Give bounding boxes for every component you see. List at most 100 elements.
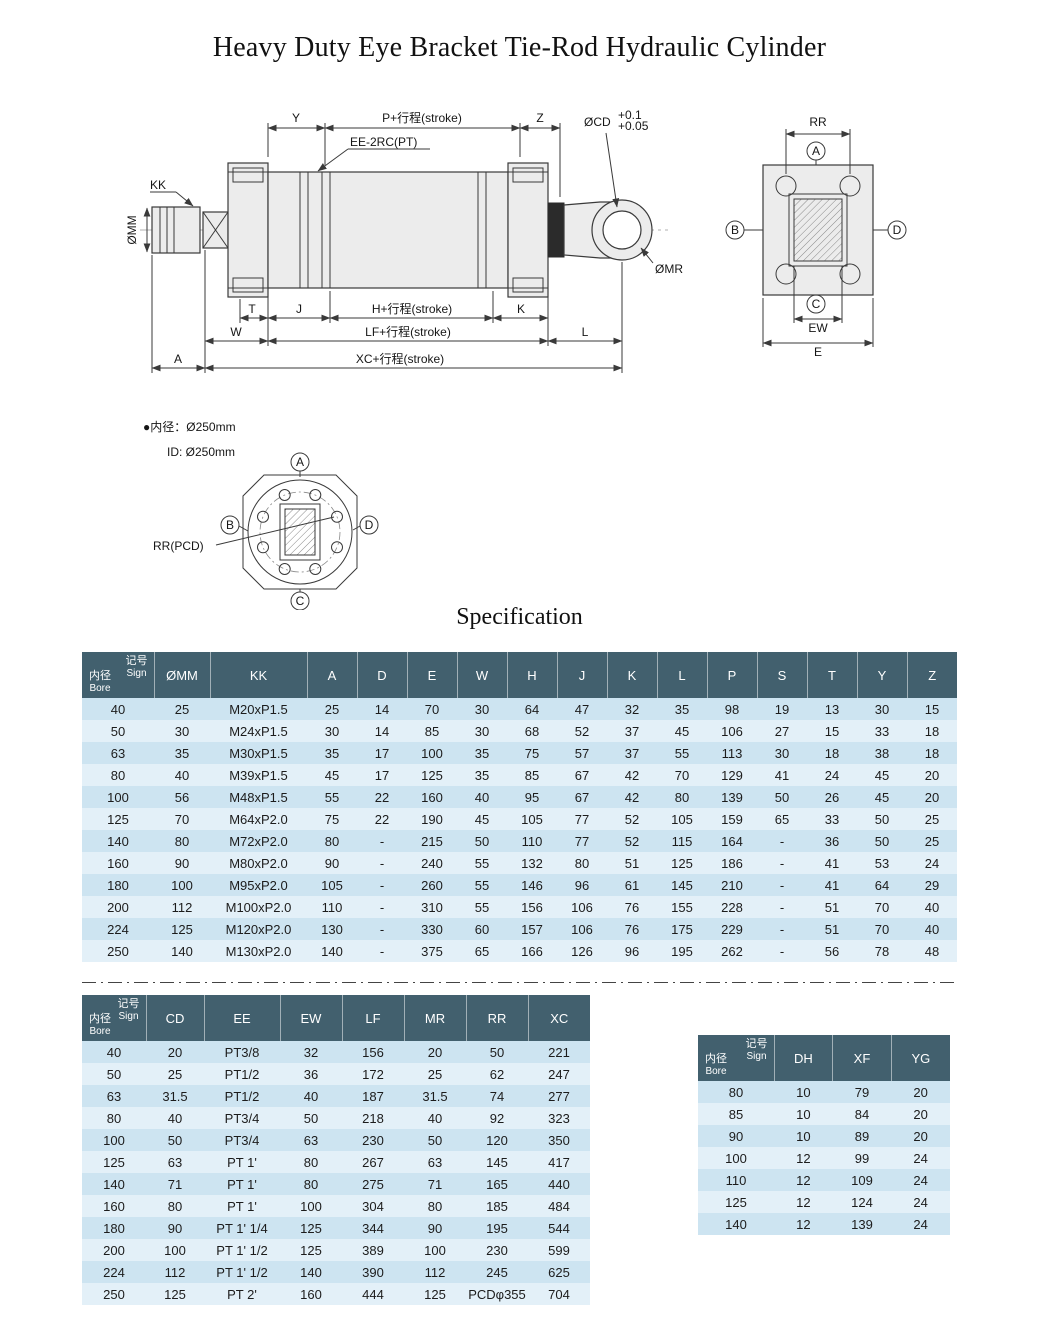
table-cell: PT3/4 [224,1132,260,1148]
table-cell: 195 [671,943,693,959]
corner-bore-cn: 内径 [89,1012,111,1025]
table-cell: 100 [424,1242,446,1258]
table-cell: 20 [913,1084,928,1100]
table-cell: 22 [374,789,390,805]
table-cell: PT 1' 1/2 [216,1242,268,1258]
column-header: XF [832,1035,892,1081]
table-cell: 185 [486,1198,508,1214]
table-cell: 20 [913,1106,928,1122]
table-cell: 156 [521,899,543,915]
table-cell: 70 [874,899,890,915]
table-cell: 80 [574,855,590,871]
table-cell: M100xP2.0 [225,899,292,915]
flange-end-view: RR A B D C EW E [725,115,907,359]
table-cell: 80 [324,833,340,849]
table-cell: 215 [421,833,443,849]
table-cell: 40 [924,921,940,937]
table-cell: 96 [624,943,640,959]
table-cell: - [779,899,785,915]
table-cell: 20 [427,1044,443,1060]
table-cell: 25 [167,1066,183,1082]
dim-label-t: T [248,302,256,316]
table-cell: M95xP2.0 [229,877,288,893]
dim-label-rr-pcd: RR(PCD) [153,539,204,553]
table-cell: 55 [324,789,340,805]
column-header: CD [145,995,204,1041]
table-cell: 79 [854,1084,870,1100]
table-cell: 50 [874,811,890,827]
table-cell: 25 [924,811,940,827]
table-cell: 35 [174,745,190,761]
table-cell: 105 [321,877,343,893]
dim-label-cd-tol-lower: +0.05 [618,119,649,133]
table-cell: 30 [474,723,490,739]
table-cell: 26 [824,789,840,805]
table-cell: 125 [671,855,693,871]
table-cell: 85 [728,1106,744,1122]
column-header: MR [403,995,466,1041]
table-cell: 200 [107,899,129,915]
table-cell: 45 [324,767,340,783]
table-cell: 24 [913,1216,928,1232]
table-cell: 18 [924,745,940,761]
table-cell: 12 [796,1172,811,1188]
table-cell: 80 [303,1176,319,1192]
table-cell: 110 [521,833,543,849]
table-cell: 140 [107,833,129,849]
bore-note-en: ID: Ø250mm [167,445,235,459]
table-cell: 40 [303,1088,319,1104]
table-cell: 45 [874,767,890,783]
table-cell: PT 1' 1/2 [216,1264,268,1280]
table-cell: 57 [574,745,590,761]
table-cell: 375 [421,943,443,959]
page-title: Heavy Duty Eye Bracket Tie-Rod Hydraulic… [212,32,827,63]
table-cell: 56 [824,943,840,959]
table-cell: 55 [474,899,490,915]
table-cell: 145 [671,877,693,893]
dim-label-h-stroke: H+行程(stroke) [372,301,452,316]
corner-bore-en: Bore [89,1026,111,1037]
dim-label-cd-tol-upper: +0.1 [618,108,642,122]
table-cell: 40 [924,899,940,915]
table-cell: 63 [110,745,126,761]
table-cell: 224 [103,1264,125,1280]
table-cell: 25 [324,701,340,717]
table-cell: 13 [824,701,840,717]
table-cell: 275 [362,1176,384,1192]
table-cell: 224 [107,921,129,937]
table-cell: 25 [427,1066,443,1082]
table-cell: 544 [548,1220,570,1236]
table-cell: 32 [624,701,640,717]
table-cell: 125 [107,811,129,827]
table-cell: PT 2' [227,1286,257,1302]
table-cell: 160 [103,1198,125,1214]
table-cell: 17 [374,767,390,783]
table-cell: 61 [624,877,640,893]
table-cell: 80 [674,789,690,805]
table-cell: 159 [721,811,743,827]
column-header: L [656,652,707,698]
table-cell: 50 [489,1044,505,1060]
table-cell: PT1/2 [224,1066,260,1082]
table-cell: 106 [721,723,743,739]
table-cell: 112 [424,1264,446,1280]
dim-label-p-stroke: P+行程(stroke) [382,110,462,125]
table-cell: 63 [427,1154,443,1170]
table-cell: 157 [521,921,543,937]
table-cell: 145 [486,1154,508,1170]
table-cell: 33 [824,811,840,827]
table-cell: 125 [171,921,193,937]
table-cell: 85 [524,767,540,783]
table-cell: 130 [321,921,343,937]
table-cell: 10 [796,1106,811,1122]
table-cell: 90 [427,1220,443,1236]
table-cell: 10 [796,1128,811,1144]
